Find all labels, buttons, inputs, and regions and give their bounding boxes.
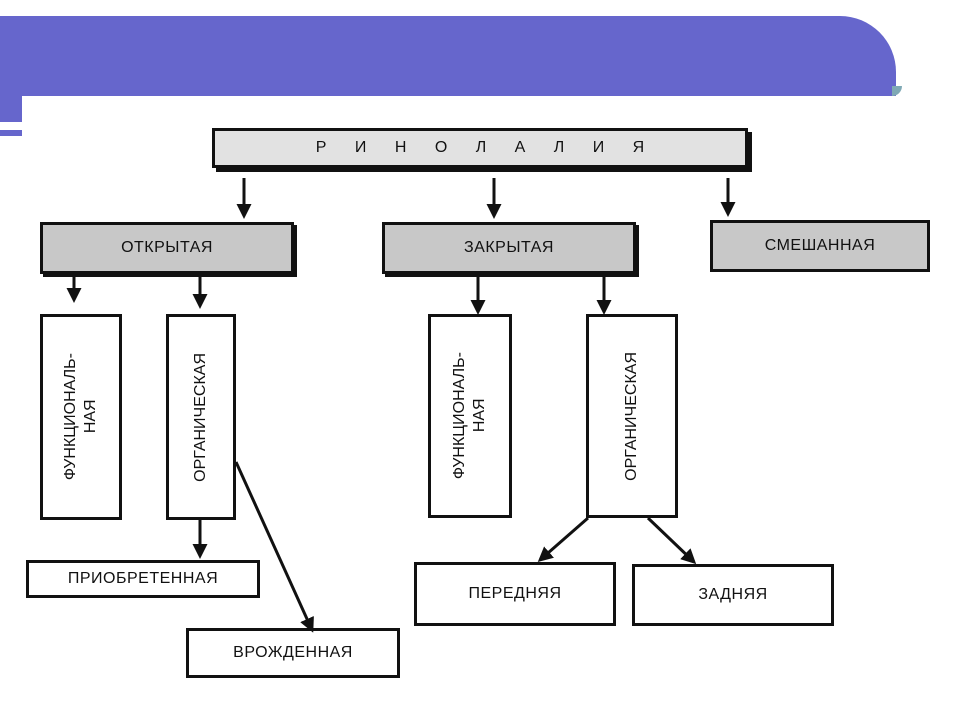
node-closed: ЗАКРЫТАЯ (382, 222, 636, 274)
node-open-organic: ОРГАНИЧЕСКАЯ (166, 314, 236, 520)
node-posterior-label: ЗАДНЯЯ (698, 586, 768, 603)
node-closed-organic-label: ОРГАНИЧЕСКАЯ (623, 351, 640, 481)
arrow-organic-to-congenital (234, 461, 314, 633)
node-mixed: СМЕШАННАЯ (710, 220, 930, 272)
node-congenital-label: ВРОЖДЕННАЯ (233, 644, 353, 661)
header-band-shadow (892, 86, 902, 96)
node-closed-functional-line1: ФУНКЦИОНАЛЬ- (451, 352, 468, 480)
node-open-functional: ФУНКЦИОНАЛЬ- НАЯ (40, 314, 122, 520)
header-band-tab (0, 96, 22, 122)
node-mixed-label: СМЕШАННАЯ (764, 237, 876, 254)
node-open-label: ОТКРЫТАЯ (121, 239, 213, 256)
node-closed-functional-line2: НАЯ (471, 399, 488, 433)
node-closed-organic: ОРГАНИЧЕСКАЯ (586, 314, 678, 518)
node-open-functional-line1: ФУНКЦИОНАЛЬ- (62, 353, 79, 481)
node-open: ОТКРЫТАЯ (40, 222, 294, 274)
arrow-organic-to-posterior (646, 516, 697, 565)
node-closed-label: ЗАКРЫТАЯ (464, 239, 554, 256)
node-anterior: ПЕРЕДНЯЯ (414, 562, 616, 626)
node-open-functional-line2: НАЯ (82, 400, 99, 434)
node-open-organic-label: ОРГАНИЧЕСКАЯ (192, 352, 209, 482)
node-open-functional-label: ФУНКЦИОНАЛЬ- НАЯ (61, 353, 101, 480)
root-node-rhinolalia: Р И Н О Л А Л И Я (212, 128, 748, 168)
node-anterior-label: ПЕРЕДНЯЯ (468, 585, 562, 602)
node-closed-functional-label: ФУНКЦИОНАЛЬ- НАЯ (450, 352, 490, 479)
node-acquired-label: ПРИОБРЕТЕННАЯ (67, 570, 219, 587)
arrow-organic-to-anterior (537, 516, 589, 562)
node-posterior: ЗАДНЯЯ (632, 564, 834, 626)
header-band (0, 16, 896, 96)
header-accent-line (0, 130, 22, 136)
node-congenital: ВРОЖДЕННАЯ (186, 628, 400, 678)
node-closed-functional: ФУНКЦИОНАЛЬ- НАЯ (428, 314, 512, 518)
node-acquired: ПРИОБРЕТЕННАЯ (26, 560, 260, 598)
root-node-label: Р И Н О Л А Л И Я (315, 139, 657, 156)
